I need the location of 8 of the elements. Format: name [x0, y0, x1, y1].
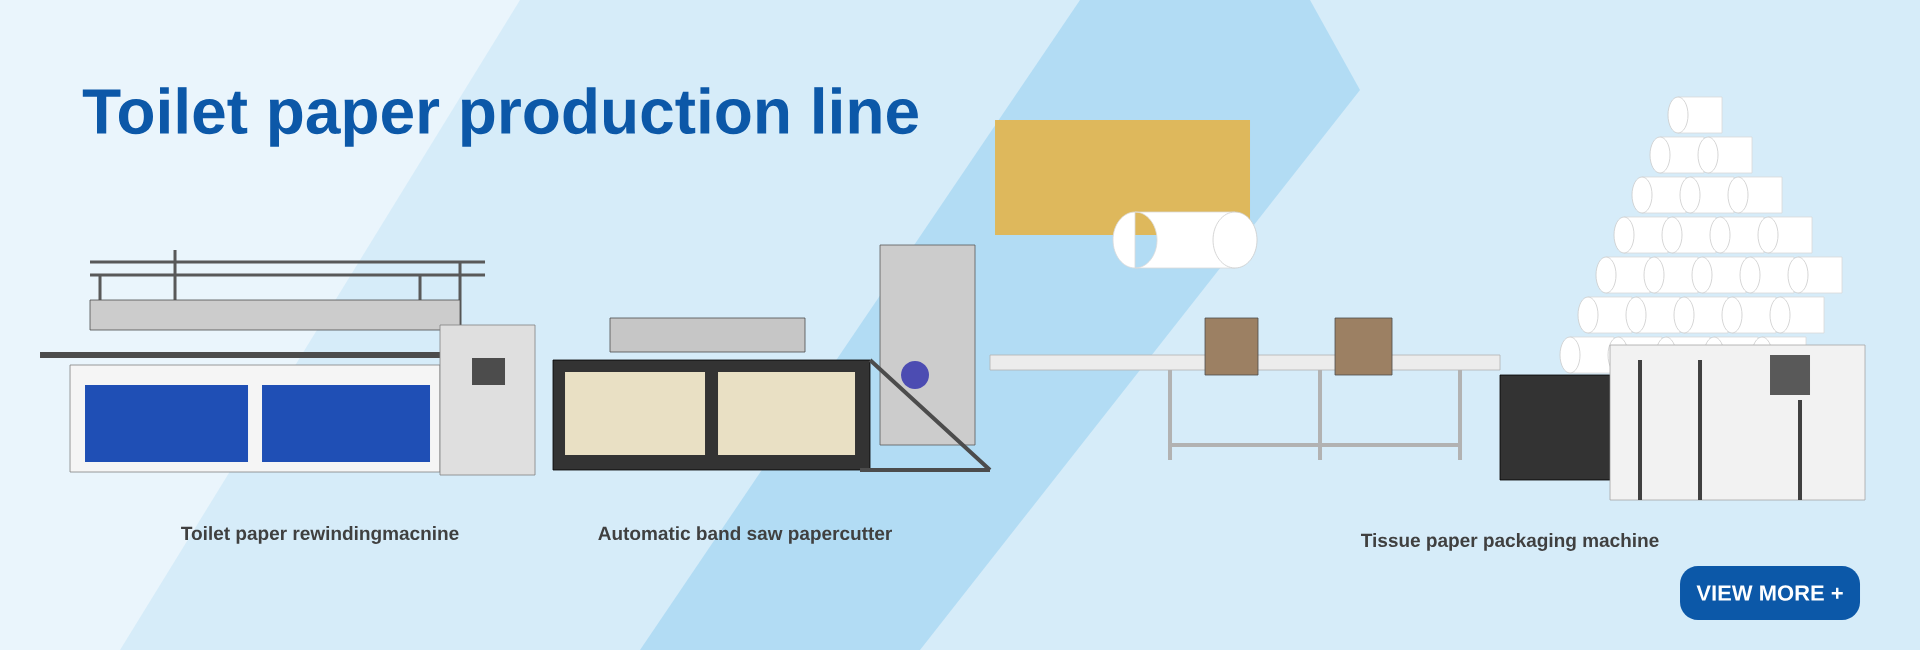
machine-drawing [552, 244, 992, 472]
machine-caption: Toilet paper rewindingmacnine [181, 526, 459, 544]
machine-drawing [40, 248, 536, 476]
view-more-button: VIEW MORE + [1680, 566, 1860, 620]
machine-drawing [989, 96, 1866, 502]
title: Toilet paper production line [82, 87, 918, 147]
machine-caption: Automatic band saw papercutter [598, 526, 892, 544]
machine-caption: Tissue paper packaging machine [1361, 533, 1659, 551]
